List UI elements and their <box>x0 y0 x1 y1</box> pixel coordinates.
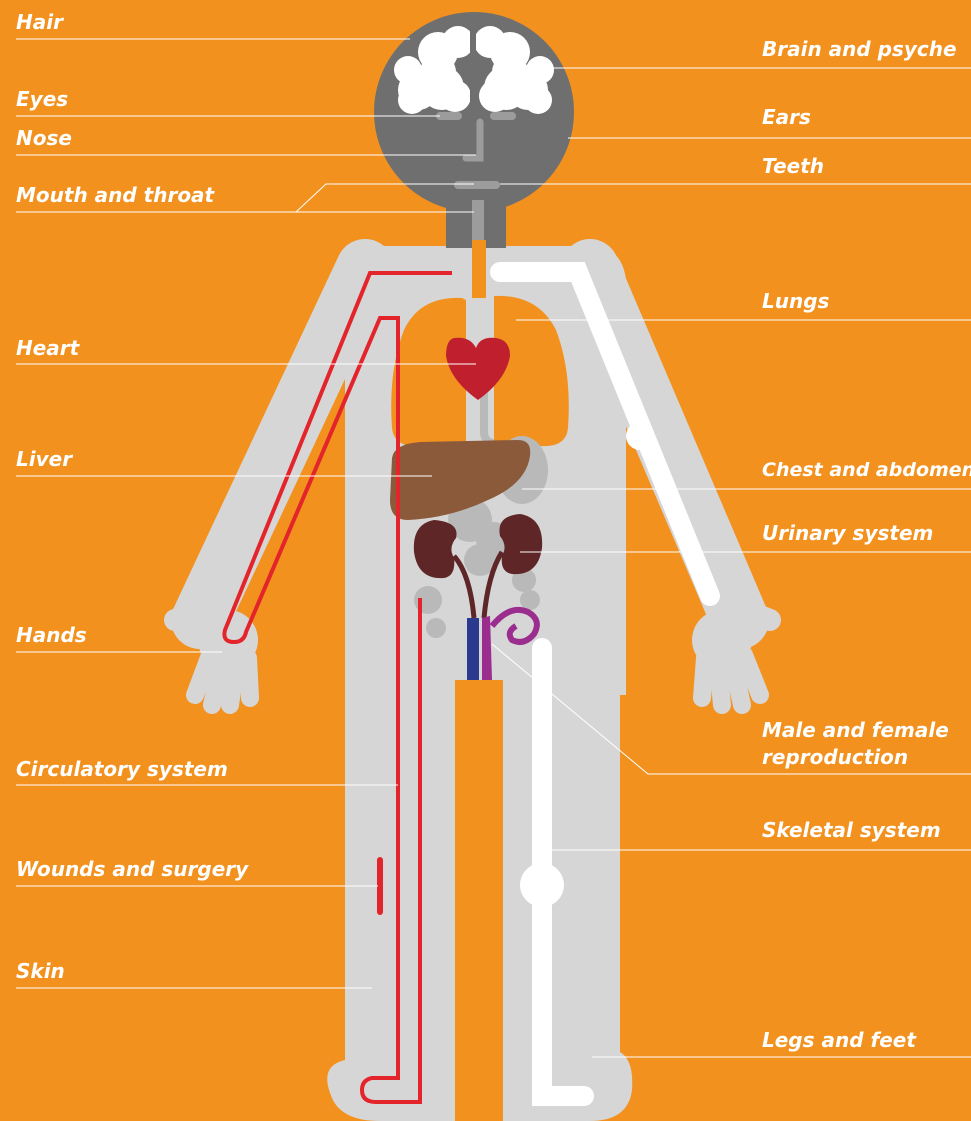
teeth-shape <box>454 181 500 189</box>
label-chest: Chest and abdomen <box>762 459 971 481</box>
label-hair: Hair <box>16 11 63 33</box>
label-legs: Legs and feet <box>762 1029 916 1051</box>
label-circulatory: Circulatory system <box>16 758 228 780</box>
label-eyes: Eyes <box>16 88 68 110</box>
label-reproduction-2: reproduction <box>762 746 908 768</box>
right-leg <box>500 680 632 1121</box>
leg-gap <box>455 680 503 1121</box>
label-skeletal: Skeletal system <box>762 819 941 841</box>
label-brain: Brain and psyche <box>762 38 957 60</box>
label-reproduction-1: Male and female <box>762 719 949 741</box>
elbow-joint <box>626 422 654 450</box>
label-heart: Heart <box>16 337 79 359</box>
left-leg <box>327 680 458 1121</box>
knee-joint <box>520 863 564 907</box>
label-wounds: Wounds and surgery <box>16 858 248 880</box>
trachea <box>472 240 486 298</box>
label-hands: Hands <box>16 624 87 646</box>
label-lungs: Lungs <box>762 290 829 312</box>
label-mouth-throat: Mouth and throat <box>16 184 214 206</box>
label-ears: Ears <box>762 106 811 128</box>
label-teeth: Teeth <box>762 155 824 177</box>
left-arm <box>200 268 365 620</box>
right-eye <box>490 112 516 120</box>
esophagus <box>472 200 484 240</box>
label-nose: Nose <box>16 127 72 149</box>
label-urinary: Urinary system <box>762 522 933 544</box>
label-skin: Skin <box>16 960 65 982</box>
right-hand <box>692 600 770 705</box>
label-liver: Liver <box>16 448 72 470</box>
vein-blue <box>467 618 479 680</box>
